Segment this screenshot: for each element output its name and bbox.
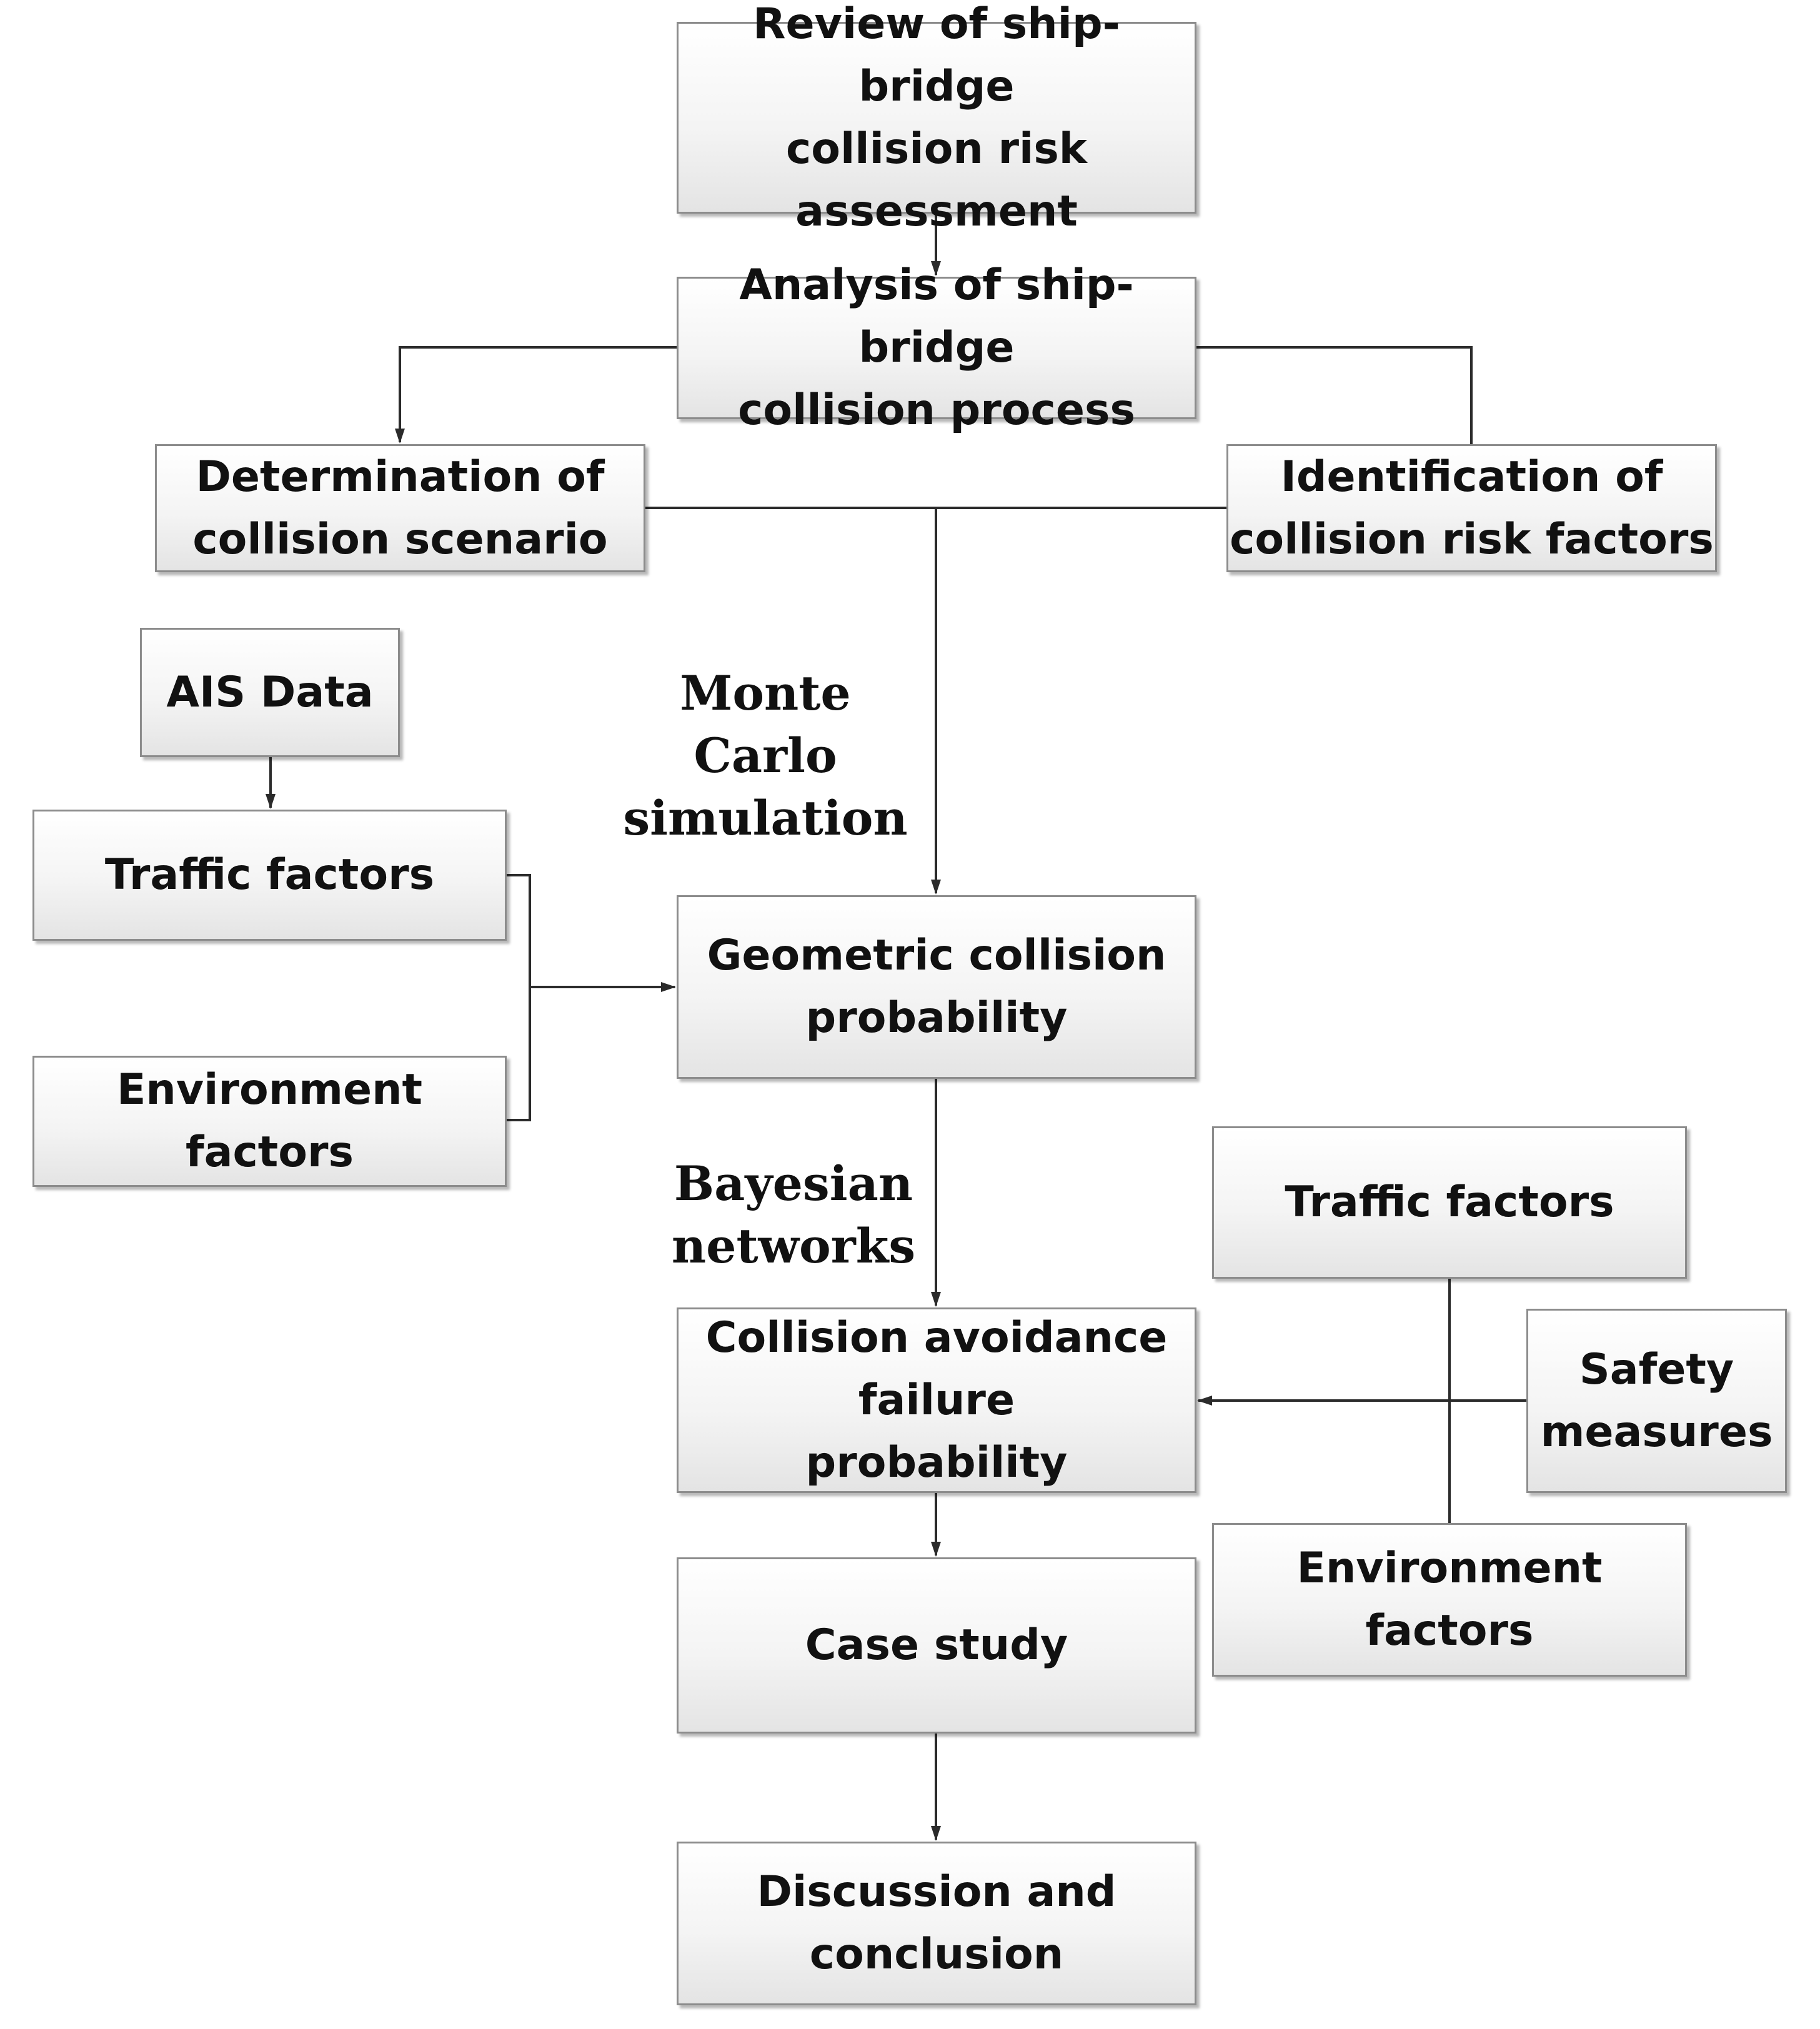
line-analysis-to-risk-factors bbox=[1196, 346, 1473, 444]
monte-carlo-label: Monte Carlo simulation bbox=[623, 665, 908, 846]
bracket-left-factors bbox=[507, 874, 531, 1121]
bayesian-networks-label: Bayesian networks bbox=[671, 1156, 916, 1274]
ais-data-box: AIS Data bbox=[140, 628, 400, 757]
collision-scenario-box: Determination of collision scenario bbox=[155, 444, 645, 572]
discussion-box: Discussion and conclusion bbox=[677, 1842, 1196, 2005]
risk-factors-box: Identification of collision risk factors bbox=[1226, 444, 1717, 572]
safety-measures-box: Safety measures bbox=[1526, 1309, 1787, 1493]
traffic-factors-right-box: Traffic factors bbox=[1212, 1126, 1687, 1279]
review-box: Review of ship-bridge collision risk ass… bbox=[677, 0, 1196, 236]
analysis-box: Analysis of ship-bridge collision proces… bbox=[677, 260, 1196, 435]
arrow-analysis-to-scenario bbox=[395, 346, 677, 444]
case-study-box: Case study bbox=[677, 1557, 1196, 1734]
avoidance-failure-box: Collision avoidance failure probability bbox=[677, 1307, 1196, 1493]
traffic-factors-left-box: Traffic factors bbox=[32, 810, 507, 941]
geometric-probability-box: Geometric collision probability bbox=[677, 895, 1196, 1079]
environment-factors-left-box: Environment factors bbox=[32, 1056, 507, 1187]
environment-factors-right-box: Environment factors bbox=[1212, 1523, 1687, 1677]
